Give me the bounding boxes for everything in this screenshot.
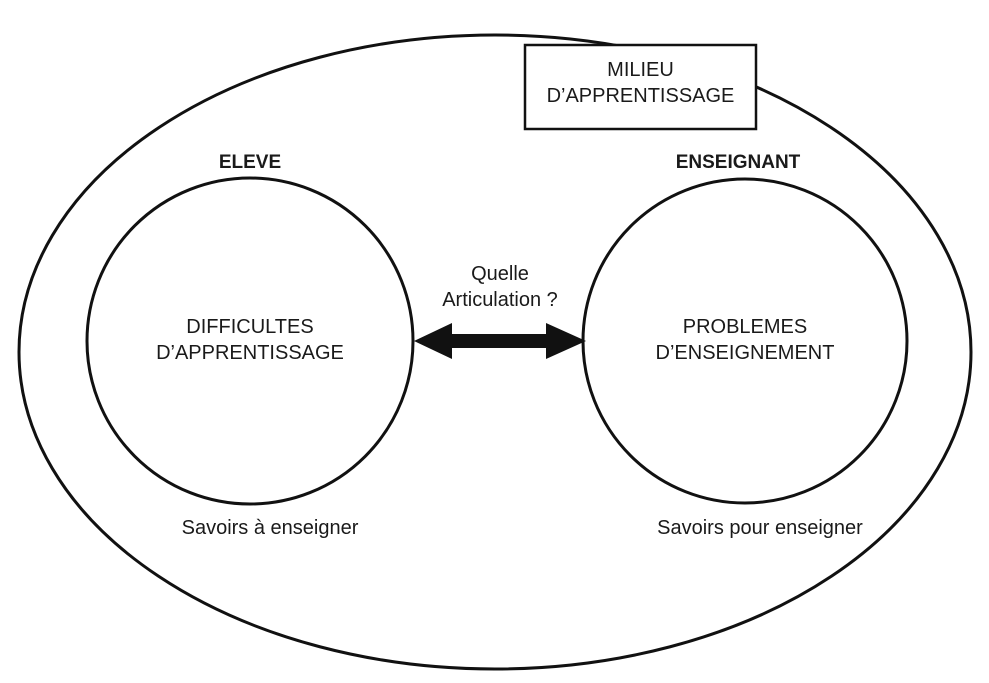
student-knowledge-label: Savoirs à enseigner: [181, 517, 359, 539]
student-heading: ELEVE: [218, 152, 282, 173]
double-arrow-icon: [414, 323, 586, 359]
teacher-knowledge-label: Savoirs pour enseigner: [657, 517, 863, 539]
learning-environment-label: MILIEU D’APPRENTISSAGE: [546, 59, 735, 107]
learning-environment-box: [523, 43, 758, 131]
learning-environment-ellipse: [17, 33, 973, 671]
teacher-circle-label: PROBLEMES D’ENSEIGNEMENT: [655, 316, 835, 364]
articulation-label: Quelle Articulation ?: [442, 263, 558, 311]
teacher-heading: ENSEIGNANT: [675, 152, 801, 173]
student-circle-label: DIFFICULTES D’APPRENTISSAGE: [156, 316, 344, 364]
student-circle: [85, 176, 415, 506]
